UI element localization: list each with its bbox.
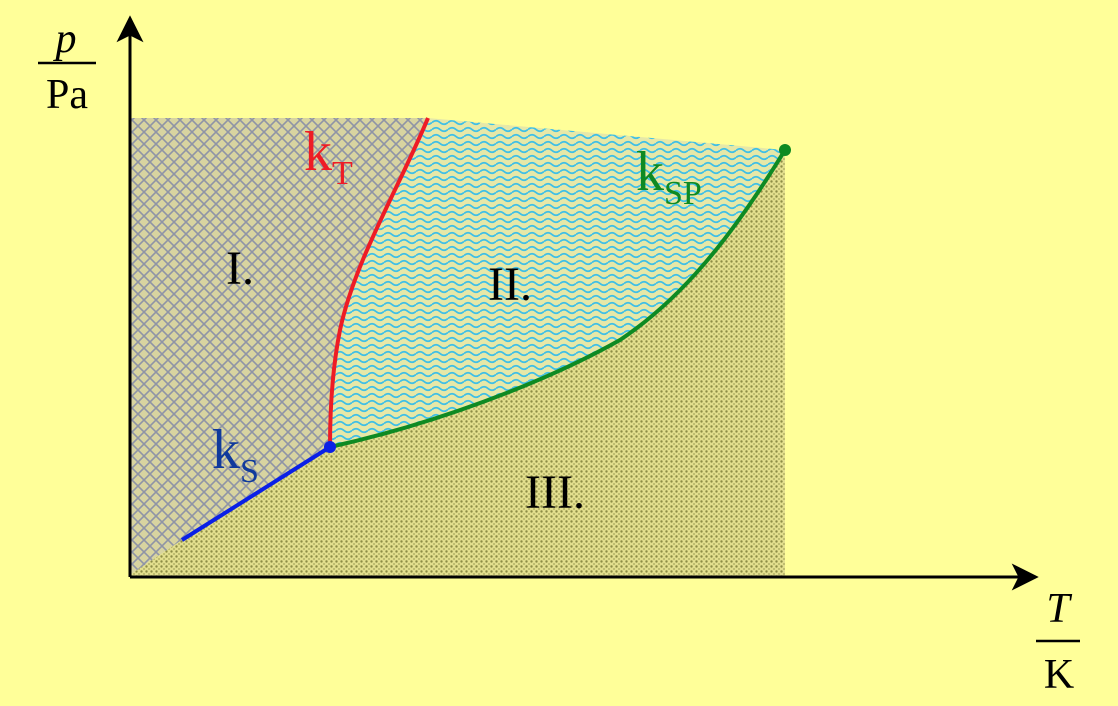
sublimation-curve — [180, 445, 332, 542]
curve-label-vapor-sub: SP — [664, 175, 702, 212]
curve-label-vapor: kSP — [636, 141, 702, 212]
region-liquid — [330, 118, 785, 447]
region-label-gas: III. — [525, 466, 585, 519]
x-axis-label-numerator: T — [1046, 586, 1072, 632]
curve-label-vapor-main: k — [636, 141, 664, 203]
curve-label-melting-main: k — [304, 121, 332, 183]
curve-label-sublimation-sub: S — [240, 453, 259, 490]
melting-curve — [328, 117, 430, 448]
curve-label-sublimation: kS — [212, 419, 259, 490]
curve-label-sublimation-main: k — [212, 419, 240, 481]
y-axis-label-numerator: p — [53, 16, 77, 62]
region-label-solid: I. — [226, 242, 254, 295]
x-axis-label-denominator: K — [1044, 652, 1074, 698]
critical-point — [779, 144, 791, 156]
curve-label-melting: kT — [304, 121, 353, 192]
curve-label-melting-sub: T — [332, 155, 353, 192]
region-label-liquid: II. — [488, 258, 532, 311]
triple-point — [324, 441, 336, 453]
y-axis-label-denominator: Pa — [46, 72, 88, 118]
vapor-curve — [329, 148, 787, 449]
region-solid — [130, 118, 428, 575]
